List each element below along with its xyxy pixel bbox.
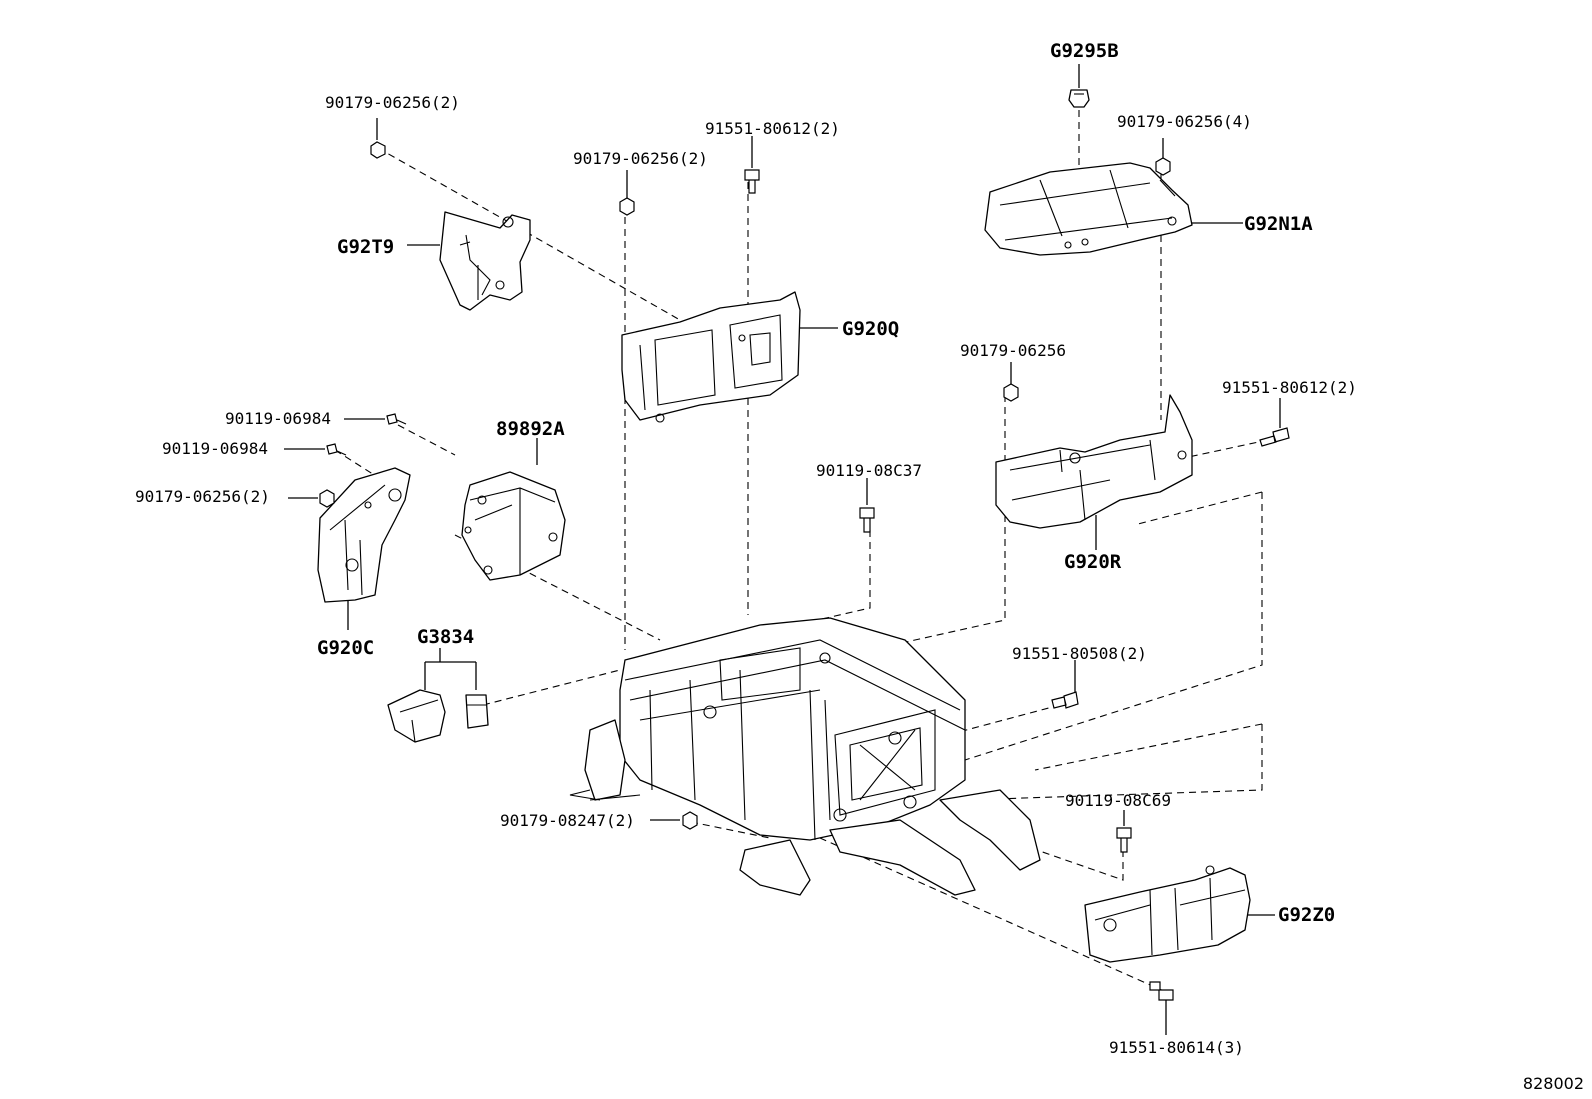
label-91551-80612-2-right: 91551-80612(2) bbox=[1222, 378, 1357, 397]
part-g920c-bracket bbox=[317, 467, 411, 603]
bolt-90119-08c69 bbox=[1116, 827, 1132, 853]
label-g3834: G3834 bbox=[417, 626, 475, 648]
label-90179-06256-2-mid: 90179-06256(2) bbox=[573, 149, 708, 168]
part-g920q-bracket bbox=[621, 291, 801, 423]
nut-90179-06256-top-left bbox=[370, 141, 386, 159]
label-90179-08247-2: 90179-08247(2) bbox=[500, 811, 635, 830]
label-g92n1a: G92N1A bbox=[1244, 213, 1313, 235]
part-inverter-assembly bbox=[569, 617, 1041, 896]
part-g920r-bracket bbox=[995, 394, 1193, 529]
part-g92z0-unit bbox=[1084, 865, 1251, 963]
fasteners bbox=[319, 141, 1290, 1001]
bolt-90119-06984-b bbox=[326, 443, 347, 456]
label-90119-08c69: 90119-08C69 bbox=[1065, 791, 1171, 810]
part-89892a-ecu bbox=[461, 471, 566, 581]
leader-lines bbox=[284, 64, 1281, 1035]
label-g92z0: G92Z0 bbox=[1278, 904, 1336, 926]
bolt-91551-80508 bbox=[1051, 691, 1079, 709]
bolt-91551-80612-right bbox=[1259, 427, 1290, 447]
label-91551-80612-2-top: 91551-80612(2) bbox=[705, 119, 840, 138]
part-g9295b bbox=[1068, 89, 1090, 108]
label-89892a: 89892A bbox=[496, 418, 565, 440]
part-g92t9-bracket bbox=[439, 211, 531, 311]
nut-90179-08247 bbox=[682, 811, 698, 830]
label-90119-06984-b: 90119-06984 bbox=[162, 439, 268, 458]
part-g92n1a-cover bbox=[984, 162, 1193, 256]
label-90119-06984-a: 90119-06984 bbox=[225, 409, 331, 428]
label-90119-08c37: 90119-08C37 bbox=[816, 461, 922, 480]
label-90179-06256-4: 90179-06256(4) bbox=[1117, 112, 1252, 131]
label-g920q: G920Q bbox=[842, 318, 900, 340]
label-g9295b: G9295B bbox=[1050, 40, 1119, 62]
label-g92t9: G92T9 bbox=[337, 236, 395, 258]
label-g920r: G920R bbox=[1064, 551, 1122, 573]
bolt-91551-80612-top bbox=[744, 169, 760, 194]
label-91551-80614-3: 91551-80614(3) bbox=[1109, 1038, 1244, 1057]
label-90179-06256-2-top: 90179-06256(2) bbox=[325, 93, 460, 112]
part-g3834-sensor bbox=[387, 689, 489, 743]
bolt-91551-80614 bbox=[1149, 981, 1174, 1001]
label-g920c: G920C bbox=[317, 637, 375, 659]
bolt-90119-06984-a bbox=[386, 413, 407, 425]
nut-90179-06256-left bbox=[319, 489, 335, 508]
figure-reference-number: 828002 bbox=[1522, 1074, 1584, 1093]
label-90179-06256: 90179-06256 bbox=[960, 341, 1066, 360]
nut-90179-06256-single bbox=[1003, 383, 1019, 402]
nut-90179-06256-mid bbox=[619, 197, 635, 216]
nut-90179-06256-4 bbox=[1155, 157, 1171, 176]
label-91551-80508-2: 91551-80508(2) bbox=[1012, 644, 1147, 663]
bolt-90119-08c37 bbox=[859, 507, 875, 533]
label-90179-06256-2-left: 90179-06256(2) bbox=[135, 487, 270, 506]
